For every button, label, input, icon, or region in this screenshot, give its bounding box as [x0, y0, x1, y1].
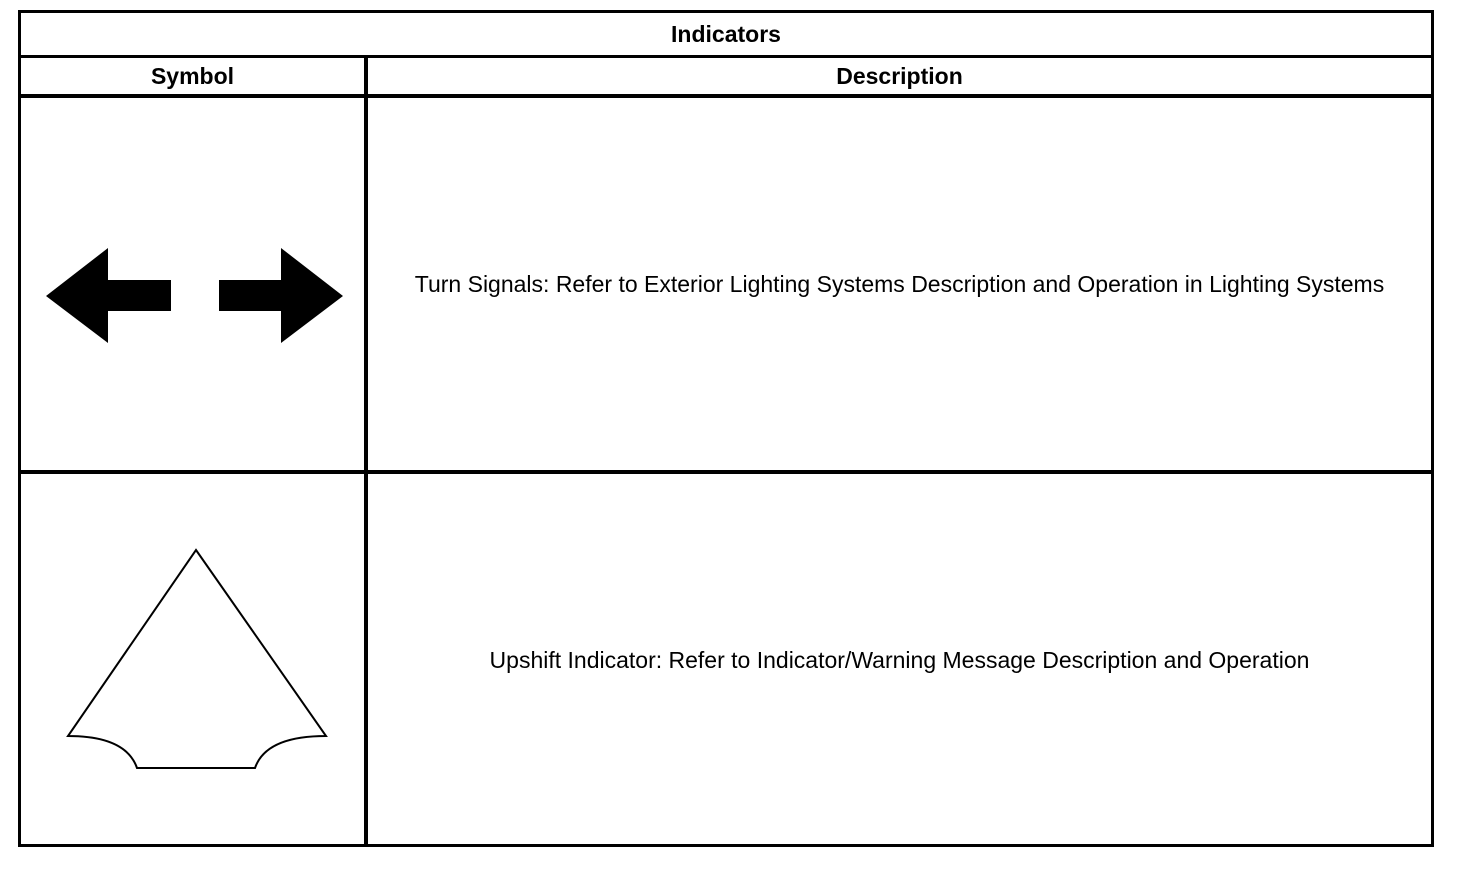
turn-signal-arrows-icon — [46, 248, 343, 343]
table-row-symbol — [21, 98, 364, 470]
column-divider — [364, 55, 368, 847]
description-column-header: Description — [836, 62, 963, 89]
upshift-indicator-icon — [66, 548, 328, 769]
symbol-column-header: Symbol — [150, 62, 235, 89]
left-arrow-icon — [46, 248, 171, 343]
table-title: Indicators — [671, 20, 781, 47]
indicators-table: Indicators Symbol Description Turn Signa… — [18, 10, 1434, 847]
table-row-description: Upshift Indicator: Refer to Indicator/Wa… — [489, 647, 1310, 673]
title-divider — [21, 55, 1431, 58]
right-arrow-icon — [219, 248, 343, 343]
table-row-description: Turn Signals: Refer to Exterior Lighting… — [414, 270, 1385, 297]
table-row-symbol — [21, 474, 364, 847]
header-divider — [21, 94, 1431, 98]
row-divider — [21, 470, 1431, 474]
